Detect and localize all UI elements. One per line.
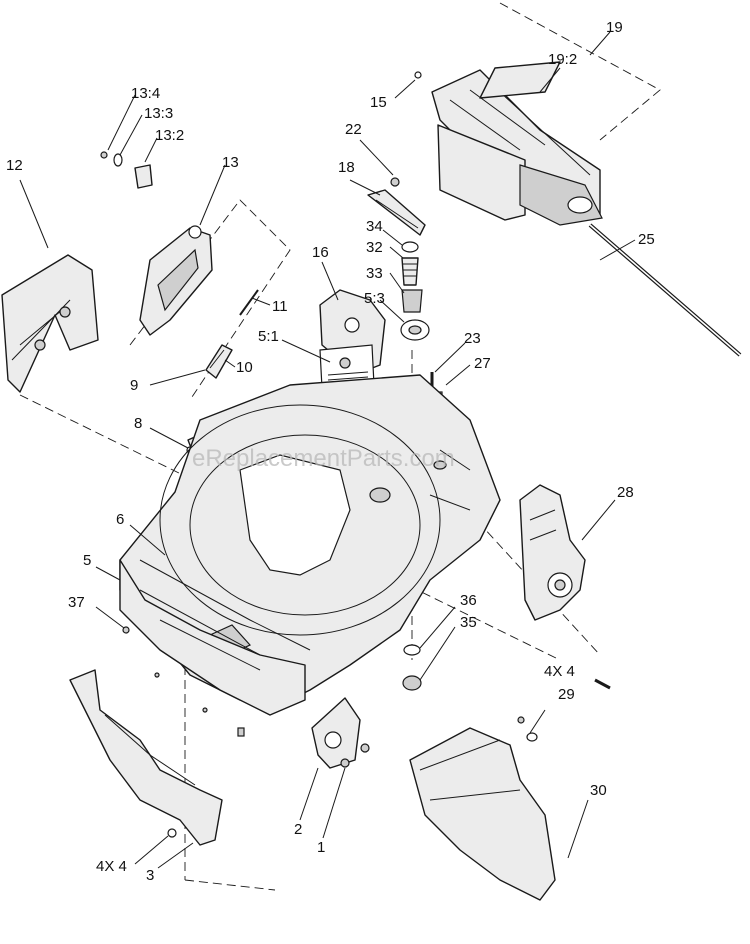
callout-18: 18 (338, 159, 355, 176)
callout-4x4-right: 4X 4 (544, 663, 575, 680)
bag-frame-rod-part-25 (588, 223, 742, 357)
callout-13-3: 13:3 (144, 105, 173, 122)
callout-35: 35 (460, 614, 477, 631)
callout-16: 16 (312, 244, 329, 261)
callout-32: 32 (366, 239, 383, 256)
callout-36: 36 (460, 592, 477, 609)
callout-4x4-left: 4X 4 (96, 858, 127, 875)
handle-bracket-part-13 (139, 225, 213, 336)
washer-part-34 (401, 241, 419, 253)
callout-30: 30 (590, 782, 607, 799)
washer-part-36 (403, 644, 421, 656)
callout-23: 23 (464, 330, 481, 347)
callout-19: 19 (606, 19, 623, 36)
wheel-bracket-part-2 (311, 697, 361, 769)
spring-part-32 (401, 257, 419, 286)
bolt-part-4x4-right (594, 678, 611, 690)
callout-29: 29 (558, 686, 575, 703)
bolt-part-1 (340, 743, 370, 768)
callout-8: 8 (134, 415, 142, 432)
callout-15: 15 (370, 94, 387, 111)
chute-part-30 (409, 727, 556, 901)
screw-part-15 (414, 71, 422, 79)
callout-13-4: 13:4 (131, 85, 160, 102)
callout-33: 33 (366, 265, 383, 282)
deflector-part-3 (69, 669, 223, 846)
callout-5: 5 (83, 552, 91, 569)
latch-part-10 (205, 344, 233, 379)
rear-flap-part-12 (1, 254, 99, 393)
clip-part-13-2 (134, 164, 153, 189)
callout-labels: 19 19:2 15 25 13:4 13:3 13:2 13 12 22 18… (6, 19, 655, 884)
grass-bag-part-19 (431, 69, 603, 226)
nut-part-35 (402, 675, 422, 691)
callout-13-2: 13:2 (155, 127, 184, 144)
side-plate-part-28 (519, 484, 586, 621)
washer-part-29 (517, 716, 538, 742)
washer-part-13-3 (113, 153, 123, 167)
leader-lines (19, 31, 636, 869)
callout-2: 2 (294, 821, 302, 838)
callout-19-2: 19:2 (548, 51, 577, 68)
mower-deck-part-6 (119, 374, 501, 711)
callout-25: 25 (638, 231, 655, 248)
callout-6: 6 (116, 511, 124, 528)
callout-3: 3 (146, 867, 154, 884)
callout-34: 34 (366, 218, 383, 235)
callout-9: 9 (130, 377, 138, 394)
callout-37: 37 (68, 594, 85, 611)
screw-part-37 (122, 626, 130, 634)
ring-part-5-3 (400, 319, 430, 341)
screw-part-13-4 (100, 151, 108, 159)
decal-part-5-1 (319, 344, 375, 389)
callout-11: 11 (272, 298, 288, 315)
callout-5-3: 5:3 (364, 290, 385, 307)
callout-27: 27 (474, 355, 491, 372)
callout-22: 22 (345, 121, 362, 138)
callout-10: 10 (236, 359, 253, 376)
callout-5-1: 5:1 (258, 328, 279, 345)
bag-label-part-19-2 (479, 61, 561, 99)
lever-part-18 (367, 189, 426, 236)
deck-front-part-5 (119, 559, 306, 737)
knob-part-33 (401, 289, 423, 313)
callout-1: 1 (317, 839, 325, 856)
callout-13: 13 (222, 154, 239, 171)
callout-12: 12 (6, 157, 23, 174)
callout-28: 28 (617, 484, 634, 501)
watermark-text: eReplacementParts.com (192, 445, 455, 472)
bolt-part-22 (390, 177, 400, 187)
spring-rod-part-11 (239, 289, 259, 316)
